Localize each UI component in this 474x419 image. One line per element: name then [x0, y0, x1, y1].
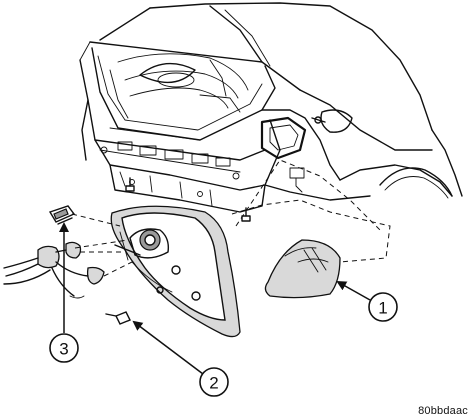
figure-reference-code: 80bbdaac [418, 405, 468, 417]
callout-2-leader [132, 320, 204, 375]
callout-2-circle [199, 367, 229, 397]
callout-3-circle [49, 333, 79, 363]
wiring-harness [3, 241, 105, 299]
callout-3-label: 3 [59, 340, 68, 359]
bulb-socket-upper [48, 205, 76, 225]
callout-1-leader [336, 281, 371, 301]
callout-1-label: 1 [378, 299, 387, 318]
callout-2-label: 2 [209, 374, 218, 393]
alignment-lines [71, 159, 391, 277]
bulb-socket-lower [105, 311, 131, 325]
callout-3: 3 [49, 222, 79, 363]
callout-1-circle [368, 292, 398, 322]
vehicle-rear-body [79, 2, 463, 222]
callout-2: 2 [132, 320, 229, 397]
tail-lamp-lens [264, 239, 341, 299]
tail-lamp-housing [110, 205, 241, 338]
callout-1: 1 [336, 281, 398, 322]
